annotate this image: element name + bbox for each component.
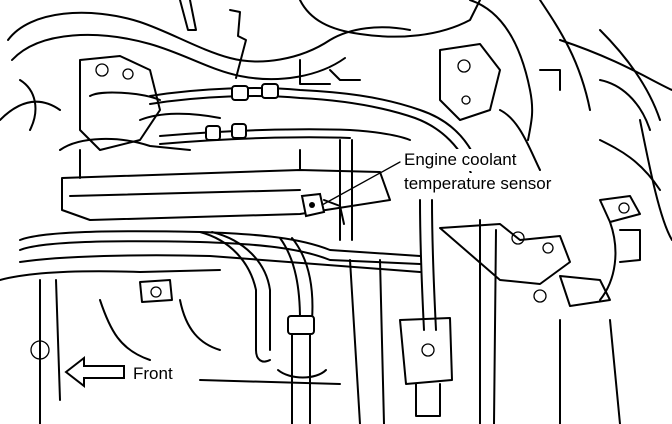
callout-engine-coolant: Engine coolant [402, 149, 519, 171]
arrow-left-icon [64, 355, 125, 389]
callout-temperature-sensor: temperature sensor [402, 173, 554, 195]
front-direction-label: Front [131, 363, 175, 385]
